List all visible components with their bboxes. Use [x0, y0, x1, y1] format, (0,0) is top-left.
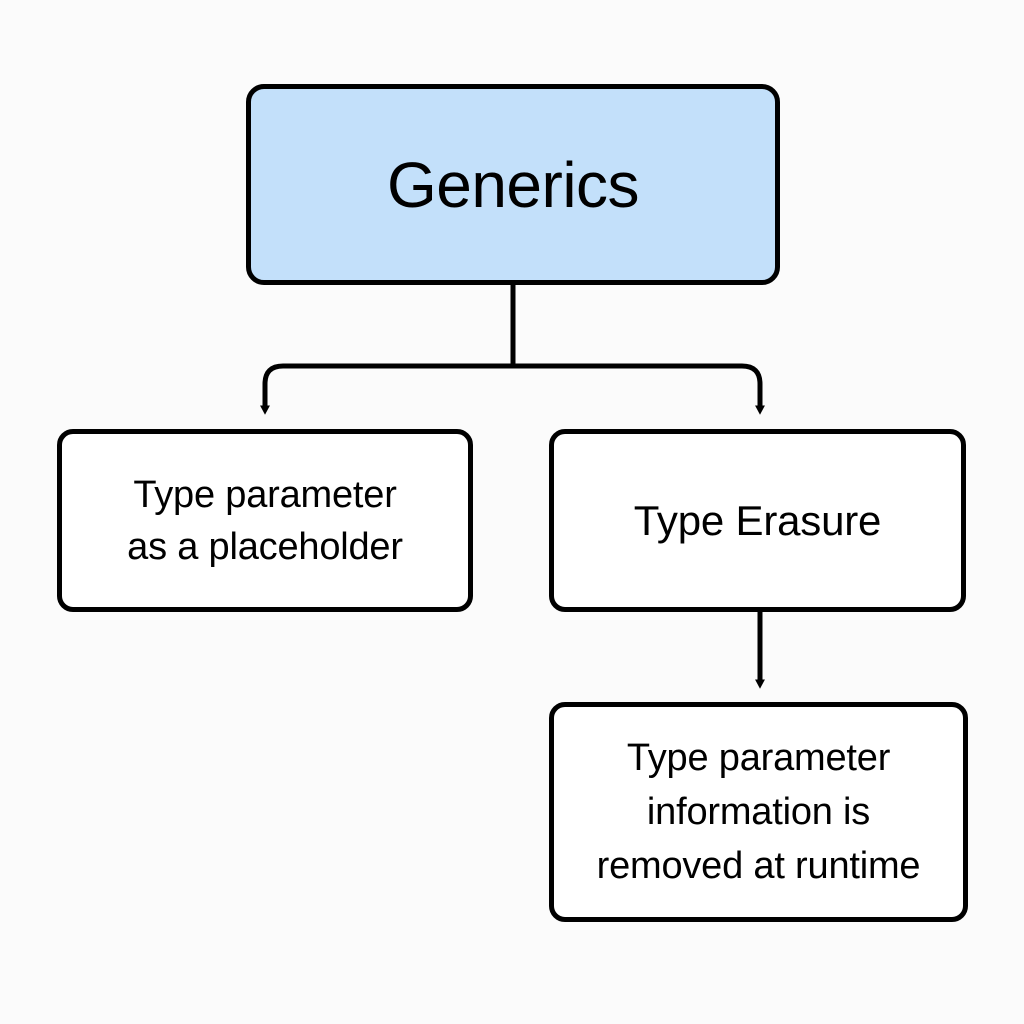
node-type-parameter-placeholder-label: Type parameter as a placeholder — [127, 473, 403, 568]
node-type-parameter-placeholder[interactable]: Type parameter as a placeholder — [57, 429, 473, 612]
edge-generics-to-erasure — [513, 363, 765, 415]
edge-generics-to-placeholder — [260, 363, 513, 415]
node-type-erasure[interactable]: Type Erasure — [549, 429, 966, 612]
node-erasure-detail-label: Type parameter information is removed at… — [596, 737, 921, 887]
node-erasure-detail[interactable]: Type parameter information is removed at… — [549, 702, 968, 922]
node-generics-label: Generics — [386, 148, 640, 221]
node-type-erasure-label: Type Erasure — [633, 496, 882, 544]
node-generics[interactable]: Generics — [246, 84, 780, 285]
